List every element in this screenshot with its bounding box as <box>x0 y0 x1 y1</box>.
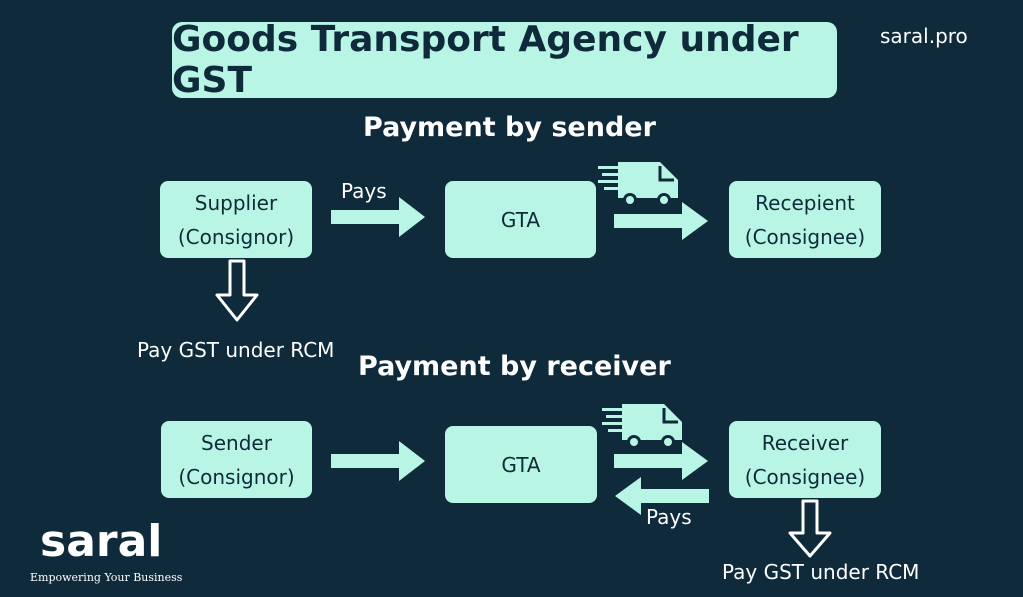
arrow-left-icon <box>614 476 709 516</box>
brand-url: saral.pro <box>880 24 968 48</box>
section-heading-sender: Payment by sender <box>363 112 656 143</box>
recipient-box: Recepient (Consignee) <box>729 181 881 258</box>
arrow-right-icon <box>331 196 426 238</box>
receiver-sublabel: (Consignee) <box>744 464 866 489</box>
gta-label: GTA <box>500 207 541 232</box>
section-heading-receiver: Payment by receiver <box>358 351 671 382</box>
arrow-down-outline-icon <box>214 259 260 323</box>
pays-label-sender: Pays <box>341 179 387 203</box>
rcm-note-sender: Pay GST under RCM <box>137 338 335 362</box>
receiver-box: Receiver (Consignee) <box>729 421 881 498</box>
gta-label: GTA <box>501 452 541 477</box>
supplier-sublabel: (Consignor) <box>177 224 295 249</box>
truck-icon <box>602 402 686 452</box>
supplier-box: Supplier (Consignor) <box>160 181 312 258</box>
supplier-label: Supplier <box>194 190 278 215</box>
arrow-down-outline-icon <box>787 499 833 559</box>
recipient-label: Recepient <box>755 190 855 215</box>
sender-sublabel: (Consignor) <box>178 464 295 489</box>
page-title: Goods Transport Agency under GST <box>172 19 837 101</box>
receiver-label: Receiver <box>761 430 849 455</box>
gta-box-sender: GTA <box>445 181 596 258</box>
arrow-right-icon <box>331 440 426 482</box>
rcm-note-receiver: Pay GST under RCM <box>722 560 920 584</box>
recipient-sublabel: (Consignee) <box>744 224 866 249</box>
sender-box: Sender (Consignor) <box>161 421 312 498</box>
arrow-right-icon <box>614 201 709 241</box>
logo-tagline: Empowering Your Business <box>30 571 183 584</box>
truck-icon <box>598 160 682 210</box>
pays-label-receiver: Pays <box>646 505 692 529</box>
saral-logo: saral <box>40 516 163 567</box>
gta-box-receiver: GTA <box>445 426 597 503</box>
sender-label: Sender <box>201 430 272 455</box>
arrow-right-icon <box>614 441 709 481</box>
